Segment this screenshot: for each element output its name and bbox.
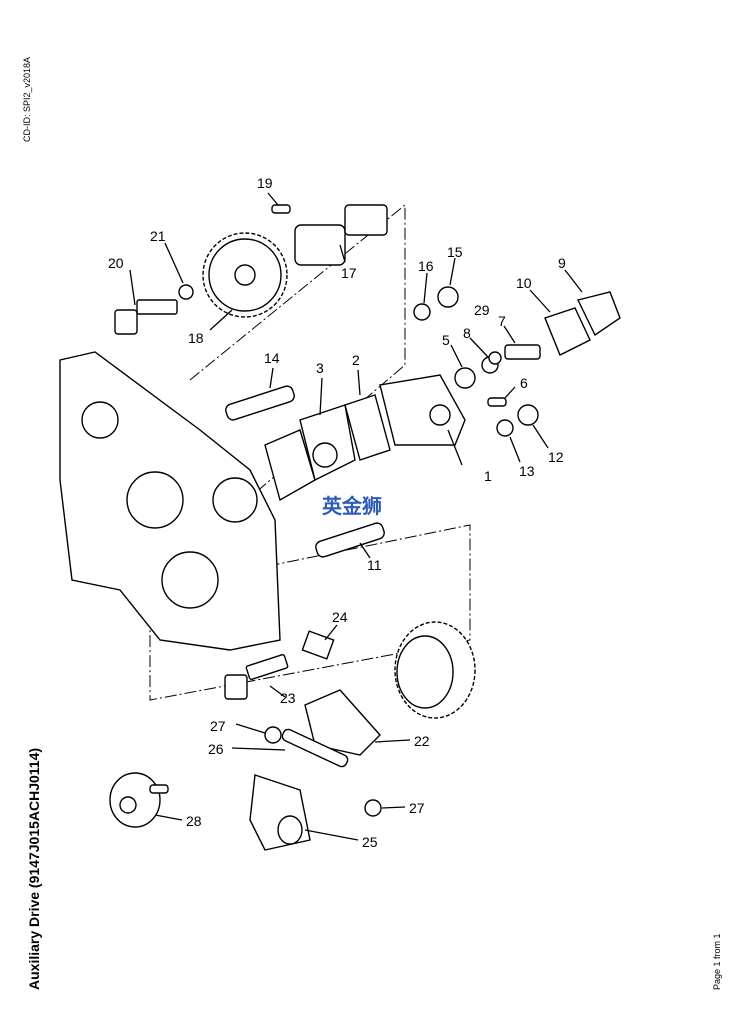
knob-28 bbox=[109, 772, 169, 828]
washer-16 bbox=[413, 303, 431, 321]
gasket-10 bbox=[544, 307, 591, 356]
callout-2: 2 bbox=[352, 352, 360, 368]
pin-6 bbox=[487, 397, 507, 407]
callout-24: 24 bbox=[332, 609, 348, 625]
callout-17: 17 bbox=[341, 265, 357, 281]
callout-15: 15 bbox=[447, 244, 463, 260]
callout-9: 9 bbox=[558, 255, 566, 271]
callout-27-left: 27 bbox=[210, 718, 226, 734]
callout-8: 8 bbox=[463, 325, 471, 341]
callout-6: 6 bbox=[520, 375, 528, 391]
callout-13: 13 bbox=[519, 463, 535, 479]
callout-14: 14 bbox=[264, 350, 280, 366]
leader-lines bbox=[129, 192, 583, 841]
nut-12 bbox=[517, 404, 539, 426]
washer-5 bbox=[454, 367, 476, 389]
clip-27-right bbox=[364, 799, 382, 817]
shaft-17 bbox=[294, 204, 388, 266]
bolt-7 bbox=[504, 344, 541, 360]
callout-18: 18 bbox=[188, 330, 204, 346]
gear-lower bbox=[394, 621, 476, 719]
roller-25 bbox=[249, 774, 311, 851]
clip-27-left bbox=[264, 726, 282, 744]
callout-22: 22 bbox=[414, 733, 430, 749]
callout-labels: 1 2 3 5 6 7 8 9 10 11 12 13 14 15 16 17 … bbox=[108, 175, 566, 850]
callout-23: 23 bbox=[280, 690, 296, 706]
washer-13 bbox=[496, 419, 514, 437]
callout-1: 1 bbox=[484, 468, 492, 484]
callout-16: 16 bbox=[418, 258, 434, 274]
nut-29 bbox=[488, 351, 502, 365]
housing-1 bbox=[379, 374, 466, 446]
bolt-20 bbox=[114, 299, 178, 335]
bracket-22 bbox=[304, 689, 381, 756]
gear-18 bbox=[202, 232, 288, 318]
nut-15 bbox=[437, 286, 459, 308]
callout-10: 10 bbox=[516, 275, 532, 291]
assembly-boundary-lower bbox=[149, 524, 471, 701]
flange-3 bbox=[299, 404, 356, 482]
front-cover-plate bbox=[59, 351, 281, 651]
watermark-text: 英金狮 bbox=[322, 494, 382, 518]
shaft-26 bbox=[281, 728, 349, 768]
bolt-23 bbox=[224, 653, 289, 700]
callout-29: 29 bbox=[474, 302, 490, 318]
callout-5: 5 bbox=[442, 332, 450, 348]
stud-11 bbox=[315, 522, 385, 558]
pin-19 bbox=[271, 204, 291, 214]
callout-25: 25 bbox=[362, 834, 378, 850]
callout-27-right: 27 bbox=[409, 800, 425, 816]
callout-28: 28 bbox=[186, 813, 202, 829]
callout-26: 26 bbox=[208, 741, 224, 757]
callout-19: 19 bbox=[257, 175, 273, 191]
stud-14 bbox=[225, 385, 295, 421]
callout-20: 20 bbox=[108, 255, 124, 271]
callout-11: 11 bbox=[367, 557, 382, 573]
callout-12: 12 bbox=[548, 449, 564, 465]
gasket-2 bbox=[344, 394, 391, 461]
washer-21 bbox=[178, 284, 194, 300]
callout-7: 7 bbox=[498, 313, 506, 329]
callout-21: 21 bbox=[150, 228, 166, 244]
cover-9 bbox=[576, 291, 621, 337]
callout-3: 3 bbox=[316, 360, 324, 376]
